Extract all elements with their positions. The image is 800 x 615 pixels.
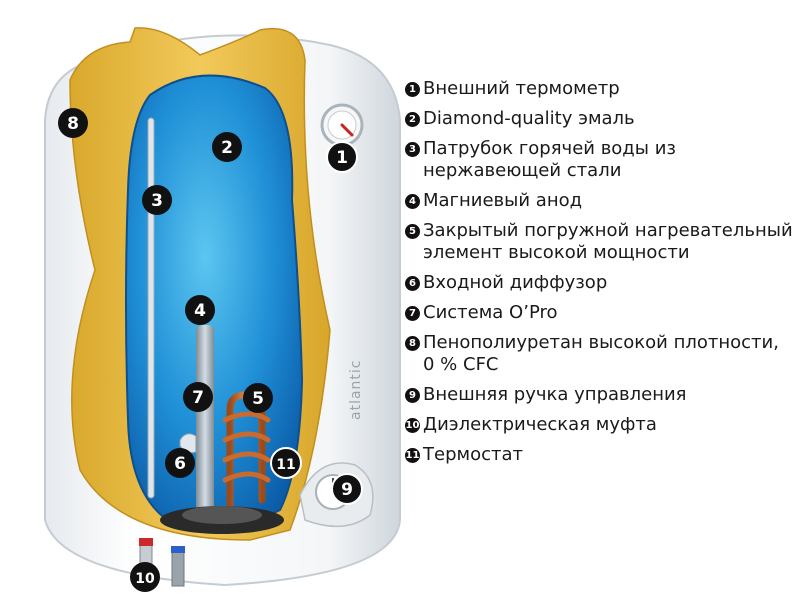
legend-number-badge: 3 (405, 142, 420, 157)
callout-4: 4 (185, 295, 215, 325)
callout-7: 7 (183, 382, 213, 412)
svg-text:7: 7 (192, 388, 204, 408)
legend-label: Закрытый погружной нагревательный элемен… (423, 220, 793, 263)
legend-number-badge: 8 (405, 336, 420, 351)
hot-water-pipe (147, 117, 155, 499)
legend-label: Термостат (423, 444, 523, 465)
svg-text:1: 1 (336, 148, 348, 168)
legend-label: Входной диффузор (423, 272, 608, 293)
svg-text:6: 6 (174, 454, 186, 474)
svg-text:5: 5 (252, 389, 264, 409)
legend-number-badge: 11 (405, 448, 420, 463)
legend-number-badge: 6 (405, 276, 420, 291)
legend-number-badge: 7 (405, 306, 420, 321)
svg-text:3: 3 (151, 191, 163, 211)
svg-text:4: 4 (194, 301, 206, 321)
brand-label: atlantic (348, 360, 364, 421)
legend-label: Патрубок горячей воды из нержавеющей ста… (423, 138, 676, 181)
legend-label: Внешний термометр (423, 78, 620, 99)
svg-text:2: 2 (221, 138, 233, 158)
external-thermometer (320, 103, 364, 147)
legend-label: Пенополиуретан высокой плотности, 0 % CF… (423, 332, 779, 375)
legend-number-badge: 9 (405, 388, 420, 403)
callout-10: 10 (130, 562, 160, 592)
callout-8: 8 (58, 108, 88, 138)
legend-number-badge: 1 (405, 82, 420, 97)
flange-ring (182, 506, 262, 524)
callout-6: 6 (165, 448, 195, 478)
callout-3: 3 (142, 185, 172, 215)
svg-text:11: 11 (276, 457, 295, 473)
callout-2: 2 (212, 132, 242, 162)
legend-number-badge: 5 (405, 224, 420, 239)
legend-label: Система O’Pro (423, 302, 558, 323)
callout-5: 5 (243, 383, 273, 413)
magnesium-anode (196, 325, 214, 525)
legend-number-badge: 4 (405, 194, 420, 209)
callout-1: 1 (326, 141, 358, 173)
legend-label: Магниевый анод (423, 190, 583, 211)
svg-text:9: 9 (341, 480, 353, 500)
legend-label: Diamond-quality эмаль (423, 108, 635, 129)
callout-9: 9 (331, 473, 363, 505)
legend-number-badge: 10 (405, 418, 420, 433)
legend-label: Внешняя ручка управления (423, 384, 687, 405)
legend-label: Диэлектрическая муфта (423, 414, 657, 435)
callout-11: 11 (270, 447, 302, 479)
svg-text:8: 8 (67, 114, 79, 134)
legend-number-badge: 2 (405, 112, 420, 127)
svg-text:10: 10 (135, 571, 155, 587)
